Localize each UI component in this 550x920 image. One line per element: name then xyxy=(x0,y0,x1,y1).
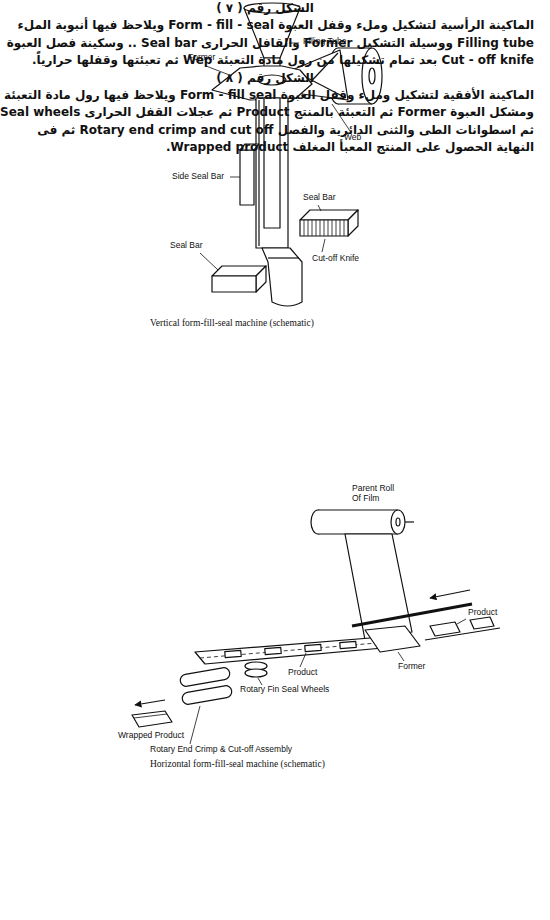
formed-tube xyxy=(256,98,288,248)
part-label: Web xyxy=(344,133,361,143)
web-roll-hub xyxy=(369,68,375,84)
leader-line xyxy=(230,177,240,178)
part-label: Wrapped Product xyxy=(118,731,184,741)
bag-seal xyxy=(268,257,299,258)
filled-bag xyxy=(262,248,302,306)
tube-seam xyxy=(258,100,259,246)
part-label: Seal Bar xyxy=(303,193,336,203)
web-roll-edge xyxy=(338,103,372,104)
part-label: Former xyxy=(188,53,215,63)
leader-line xyxy=(190,706,200,744)
conveyor xyxy=(425,628,500,640)
description-paragraph: الماكينة الأفقية لتشكيل وملء وقفل العبوة… xyxy=(0,87,534,157)
former xyxy=(365,626,420,652)
part-label: Rotary End Crimp & Cut-off Assembly xyxy=(150,745,292,755)
parent-roll-hub xyxy=(396,518,400,526)
leader-line xyxy=(457,619,466,624)
fin-seal-wheel xyxy=(245,669,267,677)
part-label: Former xyxy=(398,662,425,672)
leader-line xyxy=(300,653,306,667)
figure-caption: Horizontal form-fill-seal machine (schem… xyxy=(150,759,325,770)
leader-line xyxy=(322,239,325,252)
roll-axle xyxy=(405,521,414,522)
seal-bar-side xyxy=(256,266,266,292)
product-item xyxy=(225,650,241,657)
part-label: Product xyxy=(288,668,317,678)
leader-line xyxy=(258,678,262,685)
part-label: Product xyxy=(468,608,497,618)
part-label: Seal Bar xyxy=(170,241,203,251)
figure-number: الشكل رقم ( ٧ ) xyxy=(0,0,530,17)
part-label: Cut-off Knife xyxy=(312,254,359,264)
parent-roll-edge xyxy=(318,509,398,510)
product-item xyxy=(265,647,281,654)
crimp-roller xyxy=(181,685,232,706)
product-item xyxy=(430,622,460,636)
parent-roll-face xyxy=(391,510,405,534)
figure-caption: Vertical form-fill-seal machine (schemat… xyxy=(150,318,314,329)
parent-roll-body xyxy=(318,510,398,534)
motion-arrow xyxy=(135,700,165,705)
product-item xyxy=(470,617,494,629)
product-item xyxy=(340,641,356,648)
leader-line xyxy=(398,652,404,661)
leader-line xyxy=(200,253,218,270)
seal-bar xyxy=(300,220,348,236)
seal-bar-side xyxy=(348,210,358,236)
filling-funnel xyxy=(244,8,300,58)
part-label: Parent Roll Of Film xyxy=(352,484,404,504)
part-label: Side Seal Bar xyxy=(172,172,224,182)
description-paragraph: الماكينة الرأسية لتشكيل وملء وقفل العبوة… xyxy=(0,17,534,69)
leader-line xyxy=(318,205,321,211)
cut-off-knife xyxy=(304,220,344,236)
motion-arrow xyxy=(430,590,470,598)
side-seal-bar xyxy=(240,150,254,205)
wrapped-product xyxy=(132,711,172,727)
fin-seam xyxy=(200,641,400,658)
crimp-roller xyxy=(179,667,230,688)
product-item xyxy=(305,644,321,651)
wrapped-crimp xyxy=(134,714,167,718)
figure-number: الشكل رقم ( ٨ ) xyxy=(0,70,530,87)
seal-bar xyxy=(212,276,256,292)
part-label: Rotary Fin Seal Wheels xyxy=(240,685,329,695)
part-label: Filling Tube xyxy=(303,37,346,47)
